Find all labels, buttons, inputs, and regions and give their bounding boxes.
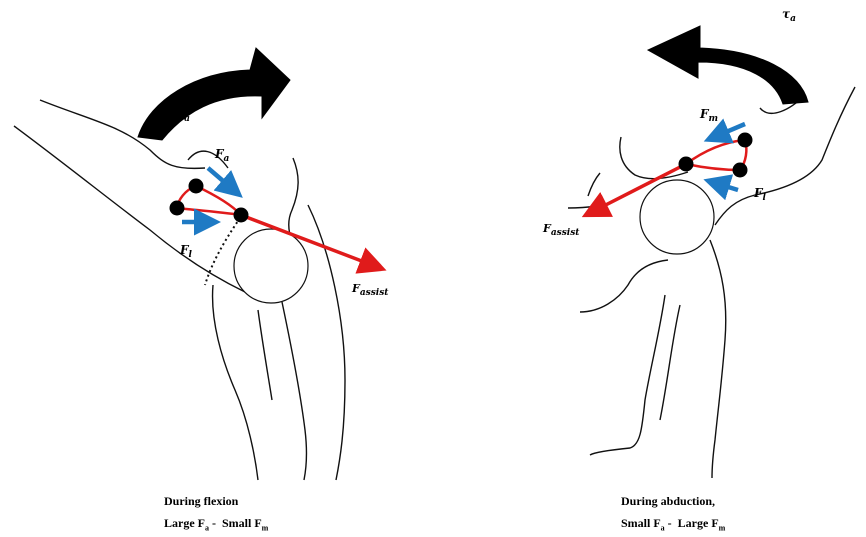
flexion-caption-part2: - Small F [209, 516, 262, 530]
flexion-caption-sub2: m [262, 523, 269, 532]
abduction-fassist-label: Fassist [542, 222, 580, 238]
abduction-node-bottom [733, 163, 748, 178]
abduction-panel: τa Fm Fl Fassist [542, 7, 855, 478]
flexion-node-top [189, 179, 204, 194]
abduction-node-top [738, 133, 753, 148]
abduction-caption-part1: Small F [621, 516, 661, 530]
abduction-femoral-head [640, 180, 714, 254]
flexion-fassist-label: Fassist [351, 282, 389, 298]
flexion-caption-line2: Large Fa - Small Fm [164, 516, 268, 532]
abduction-fl-label: Fl [753, 186, 767, 203]
abduction-caption-part2: - Large F [665, 516, 719, 530]
abduction-fl-arrow [712, 182, 738, 190]
flexion-femoral-head [234, 229, 308, 303]
flexion-caption-part1: Large F [164, 516, 205, 530]
flexion-node-left [170, 201, 185, 216]
flexion-panel: τa Fa Fl Fassist [14, 48, 389, 480]
flexion-caption-line1: During flexion [164, 494, 238, 509]
abduction-caption-line2: Small Fa - Large Fm [621, 516, 725, 532]
abduction-caption-sub2: m [719, 523, 726, 532]
abduction-torque-arrow [648, 26, 808, 104]
flexion-fa-arrow [208, 168, 236, 192]
flexion-torque-arrow [138, 48, 290, 140]
abduction-node-pivot [679, 157, 694, 172]
abduction-caption-line1: During abduction, [621, 494, 715, 509]
abduction-body-outline [568, 87, 855, 478]
flexion-node-pivot [234, 208, 249, 223]
abduction-torque-label: τa [782, 7, 796, 24]
abduction-fm-label: Fm [699, 107, 718, 124]
